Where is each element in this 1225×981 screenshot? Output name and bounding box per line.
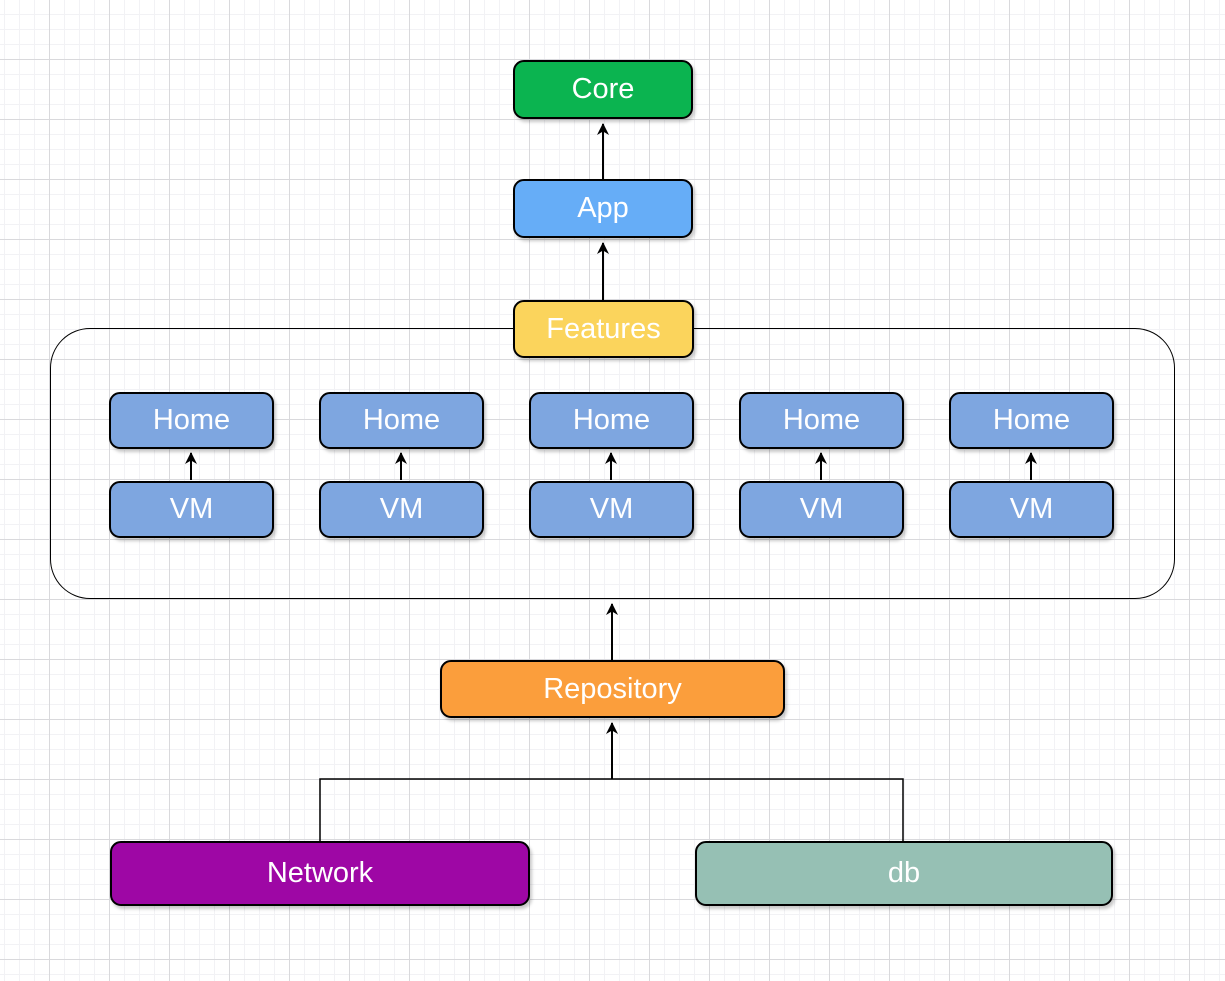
node-vm-4[interactable]: VM: [739, 481, 904, 538]
node-vm-1[interactable]: VM: [109, 481, 274, 538]
node-db[interactable]: db: [695, 841, 1113, 906]
node-home-1-label: Home: [152, 404, 231, 436]
node-network[interactable]: Network: [110, 841, 530, 906]
features-group-frame[interactable]: [50, 328, 1175, 599]
node-vm-2-label: VM: [379, 493, 424, 525]
node-repository-label: Repository: [543, 672, 682, 705]
node-vm-3[interactable]: VM: [529, 481, 694, 538]
node-app-label: App: [577, 192, 629, 224]
node-vm-3-label: VM: [589, 493, 634, 525]
node-features-label: Features: [546, 312, 661, 345]
node-vm-2[interactable]: VM: [319, 481, 484, 538]
node-home-2[interactable]: Home: [319, 392, 484, 449]
node-vm-1-label: VM: [169, 493, 214, 525]
node-home-1[interactable]: Home: [109, 392, 274, 449]
node-vm-5-label: VM: [1009, 493, 1054, 525]
node-home-3-label: Home: [572, 404, 651, 436]
node-home-2-label: Home: [362, 404, 441, 436]
node-home-5-label: Home: [992, 404, 1071, 436]
node-features[interactable]: Features: [513, 300, 694, 358]
node-core-label: Core: [571, 73, 635, 105]
node-repository[interactable]: Repository: [440, 660, 785, 718]
node-db-label: db: [887, 857, 921, 889]
edge-network-bus: [319, 778, 904, 841]
node-vm-5[interactable]: VM: [949, 481, 1114, 538]
node-home-4[interactable]: Home: [739, 392, 904, 449]
node-network-label: Network: [266, 857, 374, 889]
node-core[interactable]: Core: [513, 60, 693, 119]
node-vm-4-label: VM: [799, 493, 844, 525]
node-home-4-label: Home: [782, 404, 861, 436]
node-app[interactable]: App: [513, 179, 693, 238]
node-home-3[interactable]: Home: [529, 392, 694, 449]
node-home-5[interactable]: Home: [949, 392, 1114, 449]
